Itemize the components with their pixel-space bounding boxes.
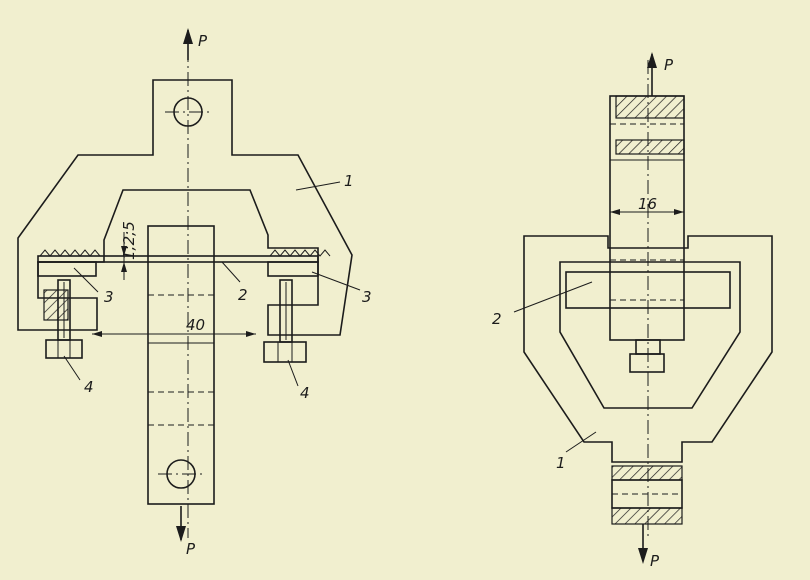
right-view: P P 2 1 16 (492, 52, 773, 570)
dim-16-arrow-right (674, 209, 684, 215)
right-top-section-2 (615, 139, 685, 155)
dim-40-arrow-left (92, 331, 102, 337)
right-frame (523, 235, 773, 463)
leader-right-frame (565, 431, 597, 453)
left-force-bottom-label: P (186, 540, 196, 558)
dim-16-arrow-left (610, 209, 620, 215)
right-label-frame: 1 (556, 454, 566, 472)
right-force-bottom-arrow (638, 548, 648, 564)
left-jaw-teeth (39, 249, 101, 257)
leader-jaw-right (311, 271, 361, 291)
right-bottom-section-2 (611, 507, 683, 525)
leader-screw-left (63, 355, 81, 381)
leader-screw-right (287, 359, 299, 387)
label-jaw-left: 3 (104, 288, 114, 306)
right-force-bottom-label: P (650, 552, 660, 570)
dim-gap-arrow-top (121, 246, 127, 256)
right-bottom-section-1 (611, 465, 683, 481)
dim-gap-arrow-bottom (121, 262, 127, 272)
label-screw-right: 4 (300, 384, 310, 402)
right-jaw-teeth (269, 249, 331, 257)
right-top-section (615, 95, 685, 119)
right-screw-head (263, 341, 307, 363)
right-screw-head (629, 353, 665, 373)
left-jaw (37, 261, 97, 277)
right-force-top-arrow (647, 52, 657, 68)
left-force-top-arrow (183, 28, 193, 44)
right-force-top-label: P (664, 56, 674, 74)
left-clamp-bar (147, 225, 215, 505)
right-label-specimen: 2 (492, 310, 502, 328)
left-force-top-label: P (198, 32, 208, 50)
label-jaw-right: 3 (362, 288, 372, 306)
label-specimen: 2 (238, 286, 248, 304)
dim-width-label: 16 (638, 195, 657, 213)
label-screw-left: 4 (84, 378, 94, 396)
leader-specimen (221, 261, 241, 283)
leader-grip (295, 181, 341, 191)
dim-span-label: 40 (186, 316, 205, 334)
leader-right-specimen (513, 281, 593, 313)
left-grip-body (17, 79, 353, 336)
dim-40-arrow-right (246, 331, 256, 337)
dim-gap-label: 1;2;5 (120, 221, 138, 260)
right-frame-inner (559, 261, 741, 409)
right-jaw (267, 261, 319, 277)
left-screw-head (45, 339, 83, 359)
right-clamp-bar (609, 95, 685, 341)
label-grip: 1 (344, 172, 354, 190)
left-view: P P 1 2 3 3 4 4 40 1;2;5 (17, 28, 372, 558)
leader-jaw-left (73, 267, 99, 293)
left-specimen-plate (37, 255, 319, 263)
left-force-bottom-arrow (176, 526, 186, 542)
